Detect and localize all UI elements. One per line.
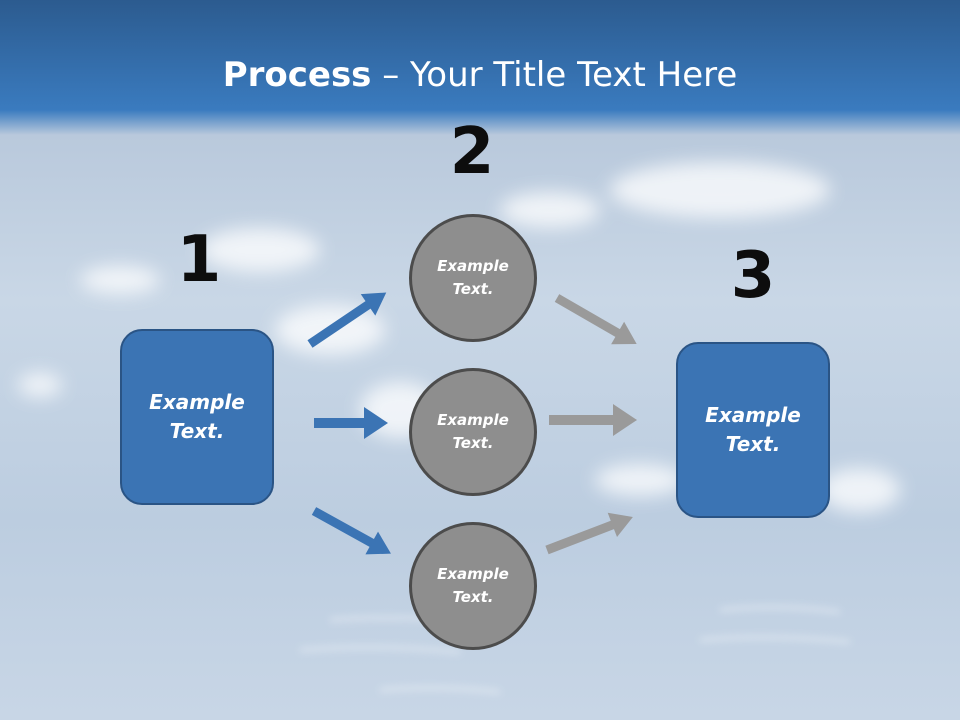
step-3-box: Example Text. <box>676 342 830 518</box>
arrow-icon <box>549 404 637 436</box>
step-number-2: 2 <box>449 115 495 189</box>
step-2-circle-bottom: Example Text. <box>409 522 537 650</box>
circle-middle-text: Example Text. <box>437 411 509 452</box>
step-2-circle-middle: Example Text. <box>409 368 537 496</box>
title-rest: – Your Title Text Here <box>371 55 738 95</box>
step-number-1: 1 <box>176 223 222 297</box>
step-1-text: Example Text. <box>149 390 245 443</box>
circle-bottom-text: Example Text. <box>437 565 509 606</box>
slide-title: Process – Your Title Text Here <box>0 52 960 98</box>
step-2-circle-top: Example Text. <box>409 214 537 342</box>
step-number-3: 3 <box>730 239 776 313</box>
step-3-text: Example Text. <box>705 403 801 456</box>
title-strong: Process <box>222 55 372 95</box>
arrow-icon <box>545 512 633 555</box>
circle-top-text: Example Text. <box>437 257 509 298</box>
arrow-icon <box>311 507 391 555</box>
arrow-icon <box>314 407 388 439</box>
arrow-icon <box>554 294 637 345</box>
step-1-box: Example Text. <box>120 329 274 505</box>
arrow-icon <box>307 292 387 348</box>
